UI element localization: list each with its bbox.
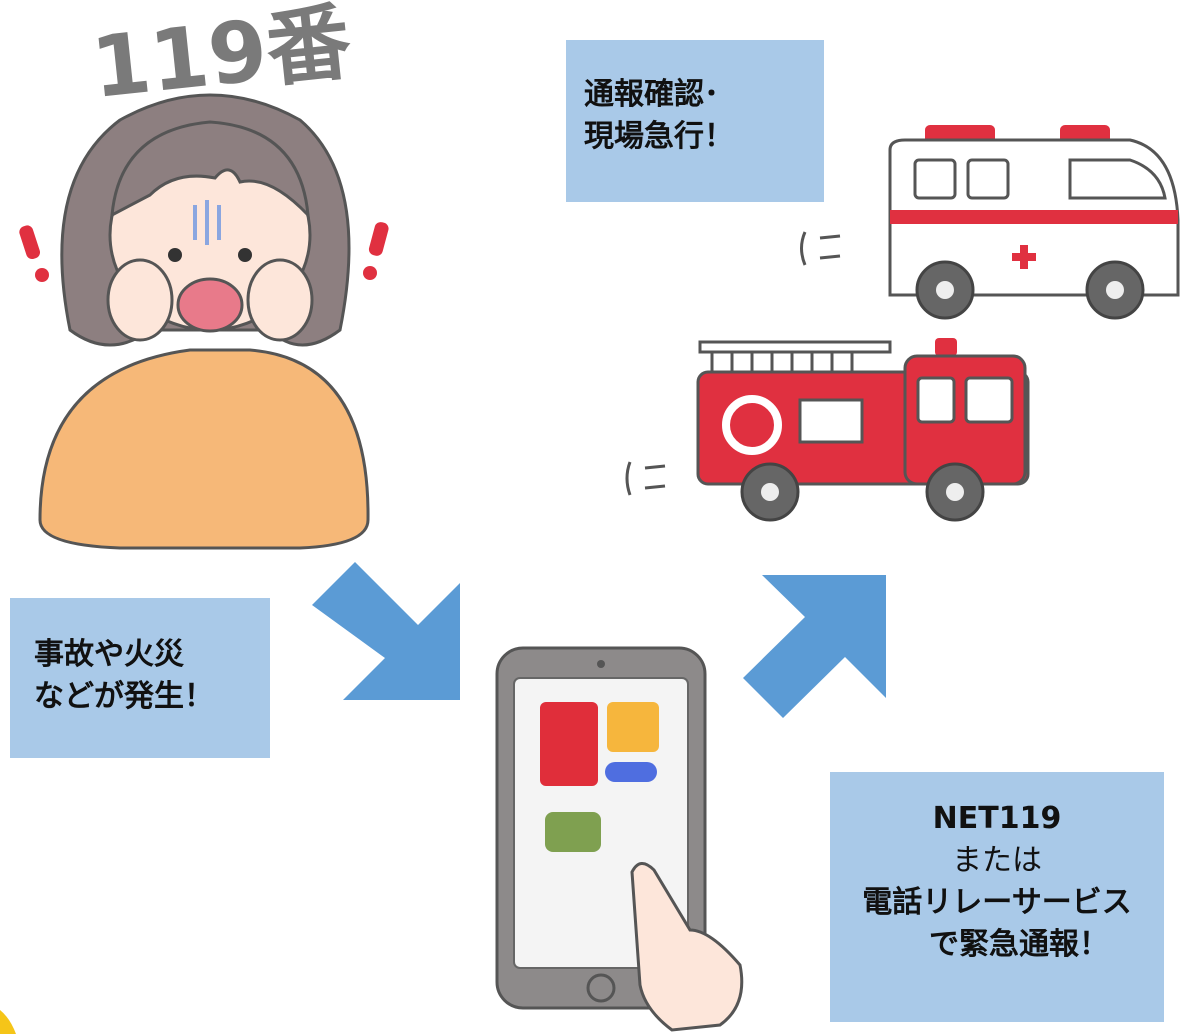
fire-truck-illustration xyxy=(696,338,1030,522)
app-tile-yellow xyxy=(607,702,659,752)
surprised-person-illustration xyxy=(19,93,389,550)
arrow-down-right-icon xyxy=(312,562,460,700)
report-line3: 電話リレーサービス xyxy=(862,885,1132,920)
motion-lines-icon xyxy=(800,231,841,266)
motion-lines-icon xyxy=(625,461,666,496)
app-tile-green xyxy=(545,812,601,852)
app-tile-red xyxy=(540,702,598,786)
app-tile-blue xyxy=(605,762,657,782)
dispatch-step-box: 通報確認･ 現場急行！ xyxy=(566,40,824,202)
ambulance-illustration xyxy=(888,125,1180,320)
exclamation-left-icon xyxy=(19,225,49,282)
pointing-hand-icon xyxy=(630,862,744,1032)
incident-line1: 事故や火災 xyxy=(34,637,184,672)
report-line4: で緊急通報！ xyxy=(929,927,1109,962)
incident-line2: などが発生！ xyxy=(34,679,214,714)
report-step-box: NET119 または 電話リレーサービス で緊急通報！ xyxy=(830,772,1164,1022)
arrow-up-right-icon xyxy=(743,575,886,718)
smartphone-illustration xyxy=(495,646,744,1032)
report-line1: NET119 xyxy=(932,801,1062,836)
corner-accent xyxy=(0,1010,16,1034)
incident-step-box: 事故や火災 などが発生！ xyxy=(10,598,270,758)
home-button xyxy=(586,973,616,1003)
dispatch-line2: 現場急行！ xyxy=(584,119,734,154)
report-line2: または xyxy=(952,843,1042,878)
dispatch-line1: 通報確認･ xyxy=(584,77,719,112)
exclamation-right-icon xyxy=(363,222,389,280)
